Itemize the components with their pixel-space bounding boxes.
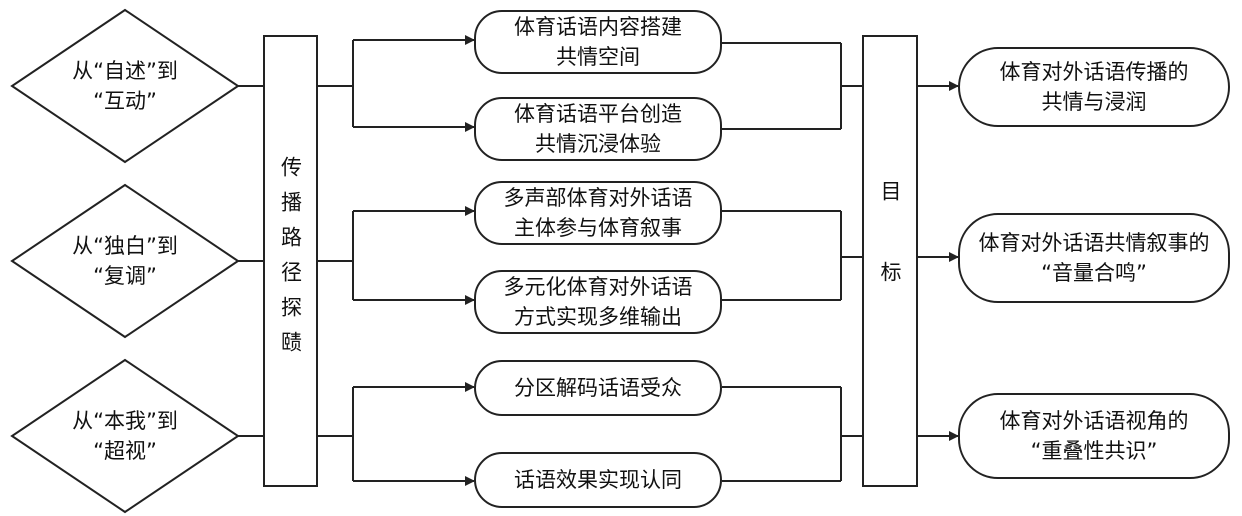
source-label-1: 从“自述”到 “互动” [72,59,178,113]
goal-box: 目标 [862,35,918,487]
goal-label: 目标 [878,180,902,342]
outcome-box-2: 体育对外话语共情叙事的“音量合鸣” [958,213,1230,303]
path-box-6: 话语效果实现认同 [474,452,722,508]
source-diamond-3 [10,358,240,514]
path-exploration-box: 传播路径探赜 [263,35,318,487]
source-diamond-1 [10,8,240,164]
path-box-2: 体育话语平台创造共情沉浸体验 [474,97,722,161]
outcome-box-1: 体育对外话语传播的共情与浸润 [958,47,1230,127]
path-exploration-label: 传播路径探赜 [278,156,303,366]
source-diamond-2 [10,183,240,339]
path-box-1: 体育话语内容搭建共情空间 [474,10,722,74]
path-box-3: 多声部体育对外话语主体参与体育叙事 [474,181,722,245]
path-box-4: 多元化体育对外话语方式实现多维输出 [474,270,722,334]
path-box-5: 分区解码话语受众 [474,360,722,416]
outcome-box-3: 体育对外话语视角的“重叠性共识” [958,393,1230,479]
source-label-3: 从“本我”到 “超视” [72,409,178,463]
source-label-2: 从“独白”到 “复调” [72,234,178,288]
